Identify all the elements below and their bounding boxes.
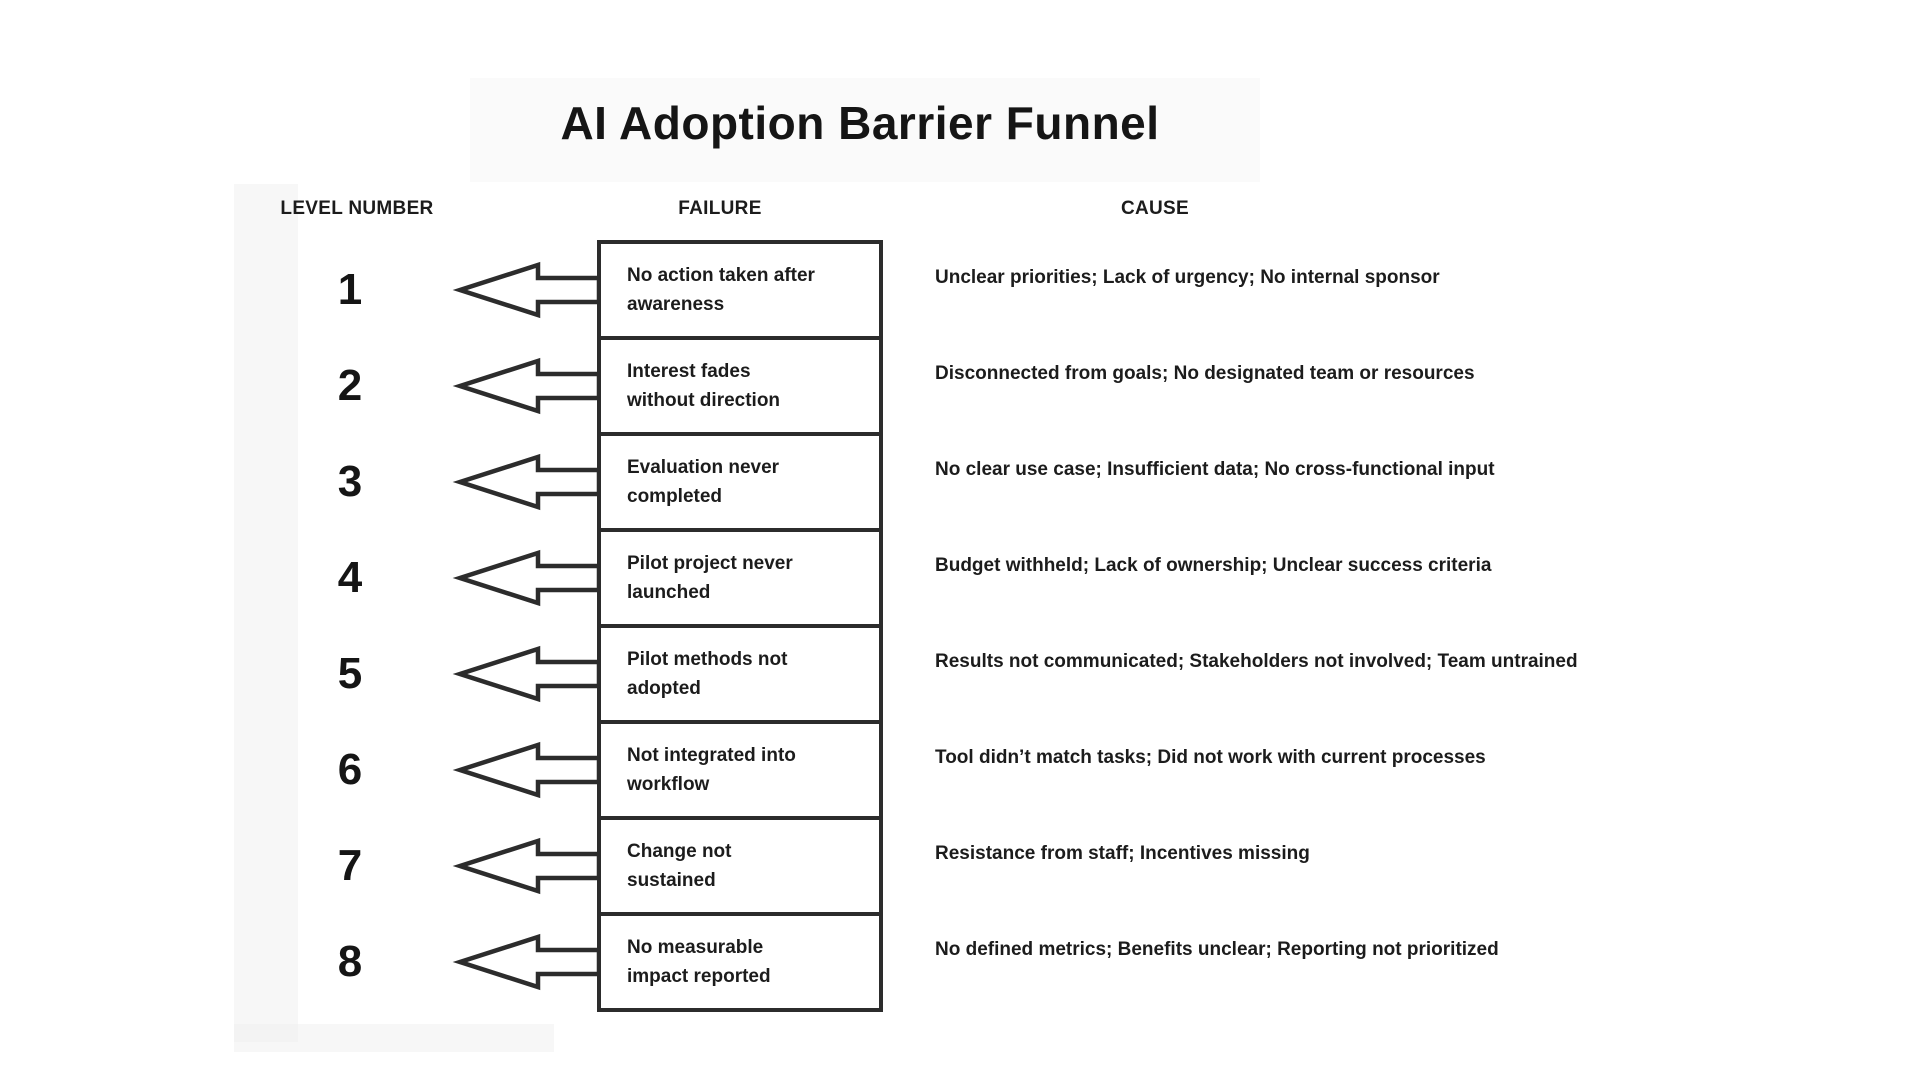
page-title: AI Adoption Barrier Funnel <box>560 97 1160 149</box>
failure-label: workflow <box>627 774 710 795</box>
funnel-row: 7 Change not sustained Resistance from s… <box>0 816 1920 916</box>
level-number: 7 <box>337 841 363 890</box>
failure-label: Evaluation never <box>627 457 780 478</box>
failure-label: Pilot methods not <box>627 649 788 670</box>
failure-label: Not integrated into <box>627 745 796 766</box>
scan-artifact <box>470 78 1260 182</box>
column-header-cause: CAUSE <box>1120 198 1189 219</box>
failure-label: without direction <box>627 390 781 411</box>
funnel-row: 3 Evaluation never completed No clear us… <box>0 432 1920 532</box>
funnel-row: 2 Interest fades without direction Disco… <box>0 336 1920 436</box>
failure-box: Evaluation never completed <box>597 432 883 532</box>
funnel-row: 5 Pilot methods not adopted Results not … <box>0 624 1920 724</box>
cause-text: Unclear priorities; Lack of urgency; No … <box>935 267 1440 288</box>
cause-text: No clear use case; Insufficient data; No… <box>935 459 1495 480</box>
left-arrow-icon <box>452 453 602 511</box>
failure-label: completed <box>627 486 723 507</box>
failure-box: No action taken after awareness <box>597 240 883 340</box>
level-number: 4 <box>337 553 363 602</box>
level-number: 8 <box>337 937 363 986</box>
failure-box: Change not sustained <box>597 816 883 916</box>
funnel-row: 8 No measurable impact reported No defin… <box>0 912 1920 1012</box>
failure-box: Interest fades without direction <box>597 336 883 436</box>
column-header-level-number: LEVEL NUMBER <box>280 198 434 219</box>
cause-text: Tool didn’t match tasks; Did not work wi… <box>935 747 1486 768</box>
left-arrow-icon <box>452 357 602 415</box>
failure-label: Interest fades <box>627 361 751 382</box>
failure-label: No action taken after <box>627 265 815 286</box>
cause-text: Disconnected from goals; No designated t… <box>935 363 1475 384</box>
failure-label: launched <box>627 582 711 603</box>
level-number: 3 <box>337 457 363 506</box>
failure-label: Change not <box>627 841 732 862</box>
level-number: 6 <box>337 745 363 794</box>
cause-text: Resistance from staff; Incentives missin… <box>935 843 1310 864</box>
failure-label: sustained <box>627 870 716 891</box>
failure-box: Pilot project never launched <box>597 528 883 628</box>
funnel-row: 4 Pilot project never launched Budget wi… <box>0 528 1920 628</box>
funnel-row: 6 Not integrated into workflow Tool didn… <box>0 720 1920 820</box>
cause-text: Budget withheld; Lack of ownership; Uncl… <box>935 555 1492 576</box>
left-arrow-icon <box>452 645 602 703</box>
failure-box: Not integrated into workflow <box>597 720 883 820</box>
level-number: 5 <box>337 649 363 698</box>
funnel-row: 1 No action taken after awareness Unclea… <box>0 240 1920 340</box>
left-arrow-icon <box>452 261 602 319</box>
left-arrow-icon <box>452 933 602 991</box>
level-number: 1 <box>337 265 363 314</box>
level-number: 2 <box>337 361 363 410</box>
scan-artifact <box>234 184 298 1042</box>
failure-label: Pilot project never <box>627 553 793 574</box>
cause-text: Results not communicated; Stakeholders n… <box>935 651 1578 672</box>
failure-label: awareness <box>627 294 725 315</box>
left-arrow-icon <box>452 741 602 799</box>
failure-label: adopted <box>627 678 701 699</box>
failure-label: impact reported <box>627 966 771 987</box>
failure-label: No measurable <box>627 937 764 958</box>
left-arrow-icon <box>452 837 602 895</box>
failure-box: Pilot methods not adopted <box>597 624 883 724</box>
left-arrow-icon <box>452 549 602 607</box>
cause-text: No defined metrics; Benefits unclear; Re… <box>935 939 1499 960</box>
column-header-failure: FAILURE <box>678 198 762 219</box>
scan-artifact <box>234 1024 554 1052</box>
failure-box: No measurable impact reported <box>597 912 883 1012</box>
